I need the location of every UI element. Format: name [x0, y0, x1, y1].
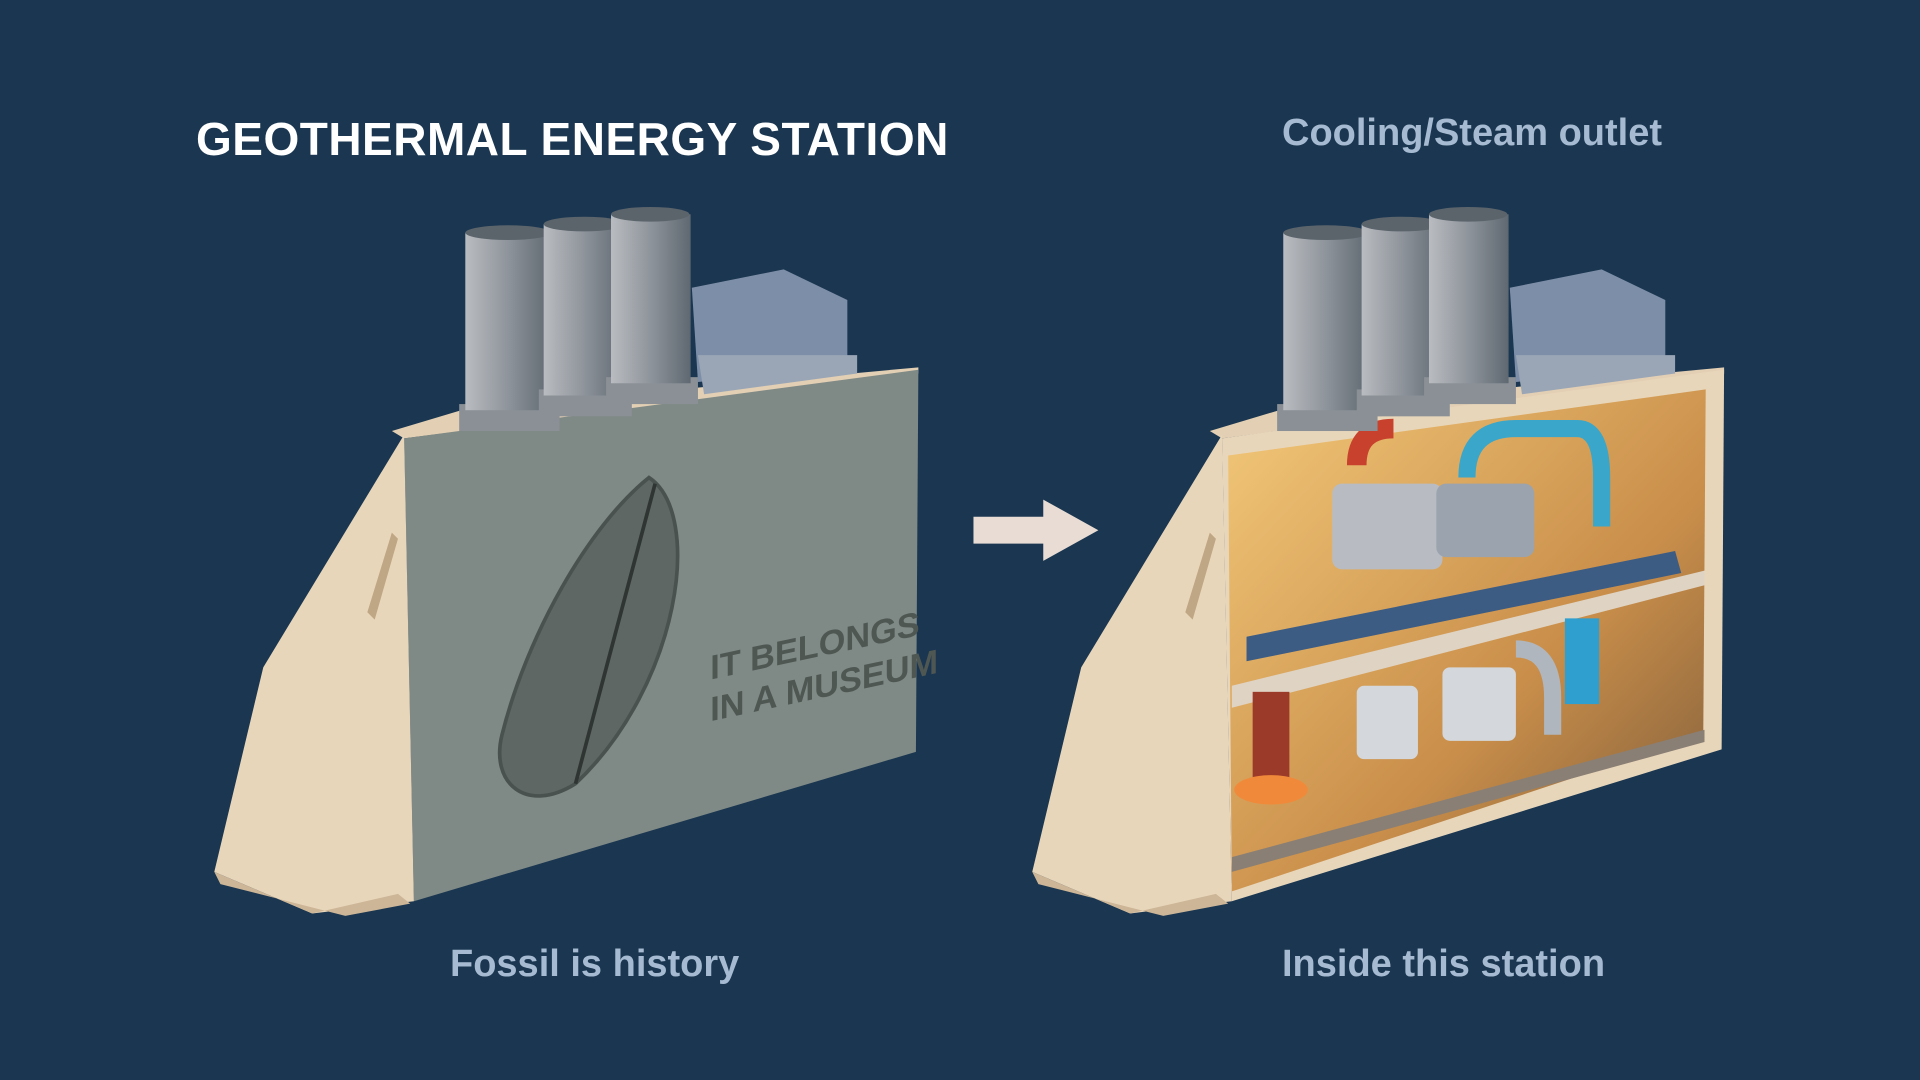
page-title: GEOTHERMAL ENERGY STATION — [196, 113, 949, 165]
fern-fossil — [497, 475, 680, 798]
fossil-history-caption: Fossil is history — [450, 943, 740, 985]
red-pipe — [1346, 418, 1394, 466]
outlet-box — [691, 269, 848, 383]
fossil-station-building: IT BELONGS IN A MUSEUM — [214, 206, 938, 916]
inside-station-caption: Inside this station — [1282, 943, 1606, 985]
cooling-steam-outlet-label: Cooling/Steam outlet — [1282, 112, 1662, 154]
cooling-tower — [459, 206, 698, 432]
geothermal-core — [1234, 775, 1308, 805]
turbine — [1332, 483, 1443, 570]
arrow-right-icon — [973, 499, 1099, 561]
cutaway-station-building — [1032, 206, 1725, 916]
blue-pipe — [1458, 420, 1611, 527]
